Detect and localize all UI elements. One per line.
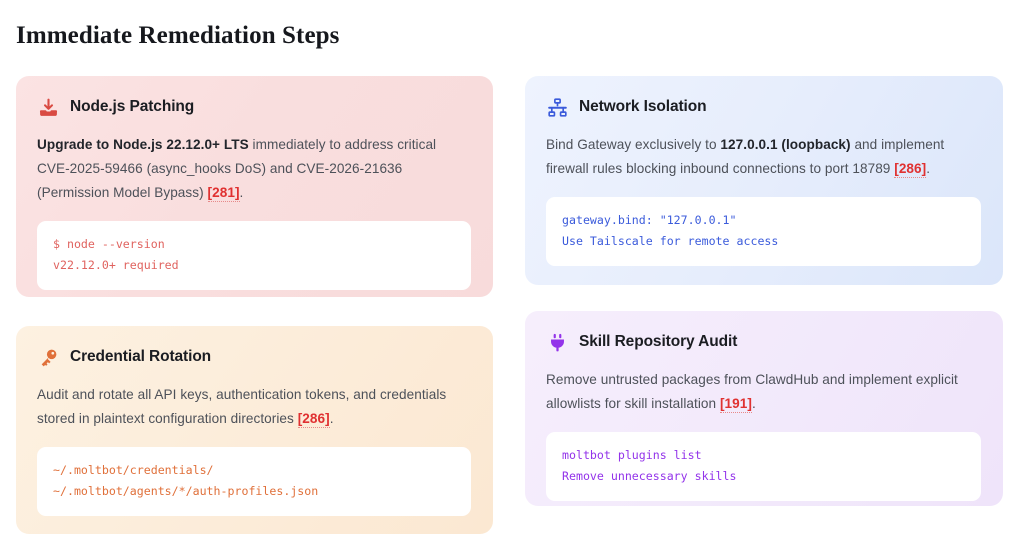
body-text-tail: .: [239, 185, 244, 200]
page-title: Immediate Remediation Steps: [16, 22, 340, 49]
card-title: Skill Repository Audit: [579, 333, 738, 350]
key-icon: [37, 346, 59, 368]
card-credential-rotation: Credential Rotation Audit and rotate all…: [16, 326, 493, 534]
body-emphasis: 127.0.0.1 (loopback): [720, 137, 851, 152]
code-block: $ node --version v22.12.0+ required: [37, 221, 471, 290]
code-block: ~/.moltbot/credentials/ ~/.moltbot/agent…: [37, 447, 471, 516]
code-line: ~/.moltbot/agents/*/auth-profiles.json: [53, 484, 319, 498]
card-network-isolation: Network Isolation Bind Gateway exclusive…: [525, 76, 1003, 285]
code-block: gateway.bind: "127.0.0.1" Use Tailscale …: [546, 197, 981, 266]
code-line: Remove unnecessary skills: [562, 469, 737, 483]
card-title: Node.js Patching: [70, 98, 195, 115]
card-body: Remove untrusted packages from ClawdHub …: [546, 368, 981, 416]
card-title: Network Isolation: [579, 98, 707, 115]
code-line: gateway.bind: "127.0.0.1": [562, 213, 737, 227]
citation-link[interactable]: [281]: [207, 185, 240, 202]
body-text: Audit and rotate all API keys, authentic…: [37, 387, 447, 426]
card-nodejs-patching: Node.js Patching Upgrade to Node.js 22.1…: [16, 76, 493, 297]
code-line: moltbot plugins list: [562, 448, 702, 462]
card-header: Skill Repository Audit: [546, 331, 981, 353]
code-block: moltbot plugins list Remove unnecessary …: [546, 432, 981, 501]
body-emphasis: Upgrade to Node.js 22.12.0+ LTS: [37, 137, 249, 152]
citation-link[interactable]: [286]: [894, 161, 927, 178]
card-header: Network Isolation: [546, 96, 981, 118]
power-plug-icon: [546, 331, 568, 353]
code-line: Use Tailscale for remote access: [562, 234, 779, 248]
body-text-tail: .: [751, 396, 756, 411]
citation-link[interactable]: [191]: [719, 396, 752, 413]
network-sitemap-icon: [546, 96, 568, 118]
code-line: $ node --version: [53, 237, 165, 251]
body-text-tail: .: [926, 161, 931, 176]
body-text: and implement firewall rules blocking in…: [546, 137, 945, 176]
card-header: Credential Rotation: [37, 346, 471, 368]
code-line: v22.12.0+ required: [53, 258, 179, 272]
card-title: Credential Rotation: [70, 348, 212, 365]
body-text-tail: .: [329, 411, 334, 426]
card-header: Node.js Patching: [37, 96, 471, 118]
download-tray-icon: [37, 96, 59, 118]
body-text-lead: Bind Gateway exclusively to: [546, 137, 721, 152]
body-text: Remove untrusted packages from ClawdHub …: [546, 372, 958, 411]
card-skill-repository-audit: Skill Repository Audit Remove untrusted …: [525, 311, 1003, 506]
body-text: immediately to address critical CVE-2025…: [37, 137, 437, 200]
card-body: Bind Gateway exclusively to 127.0.0.1 (l…: [546, 133, 981, 181]
card-body: Audit and rotate all API keys, authentic…: [37, 383, 471, 431]
card-body: Upgrade to Node.js 22.12.0+ LTS immediat…: [37, 133, 471, 205]
code-line: ~/.moltbot/credentials/: [53, 463, 214, 477]
citation-link[interactable]: [286]: [297, 411, 330, 428]
